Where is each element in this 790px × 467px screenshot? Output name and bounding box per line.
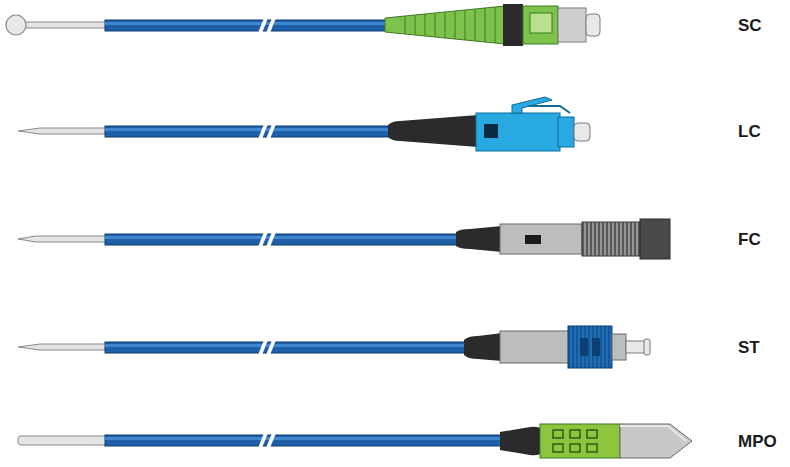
- mpo-connector-part: [587, 444, 597, 452]
- fc-connector-part: [640, 219, 670, 259]
- st-connector: [18, 326, 650, 368]
- sc-connector-part: [258, 18, 268, 33]
- connector-label: ST: [738, 339, 760, 356]
- fc-connector-part: [500, 224, 582, 254]
- connector-label: FC: [738, 231, 761, 248]
- connector-label: SC: [738, 17, 762, 34]
- lc-connector-part: [266, 124, 276, 139]
- fc-connector-part: [456, 226, 502, 252]
- sc-connector-part: [105, 22, 390, 25]
- sc-connector-part: [400, 6, 505, 44]
- lc-connector-part: [476, 113, 560, 151]
- st-connector-part: [105, 342, 470, 353]
- sc-connector-part: [530, 13, 552, 33]
- mpo-connector-part: [587, 430, 597, 438]
- lc-connector-part: [258, 124, 268, 139]
- sc-connector: [6, 4, 600, 46]
- st-connector-part: [592, 338, 600, 356]
- mpo-connector-part: [258, 433, 268, 448]
- mpo-connector-part: [540, 424, 620, 458]
- sc-connector-part: [20, 22, 108, 28]
- fc-connector: [18, 219, 670, 259]
- mpo-connector-part: [620, 424, 692, 458]
- mpo-connector-part: [553, 444, 563, 452]
- mpo-connector-part: [266, 433, 276, 448]
- sc-connector-part: [523, 6, 558, 44]
- lc-connector-part: [105, 126, 395, 137]
- st-connector-part: [266, 340, 276, 355]
- mpo-connector-part: [105, 435, 505, 446]
- sc-connector-part: [503, 4, 523, 46]
- lc-connector-part: [528, 106, 570, 113]
- sc-connector-part: [586, 14, 600, 36]
- fc-connector-part: [525, 235, 541, 244]
- connector-label: MPO: [738, 433, 777, 450]
- fc-connector-part: [18, 236, 108, 242]
- sc-connector-part: [6, 15, 26, 35]
- mpo-connector-part: [553, 430, 563, 438]
- st-connector-part: [580, 338, 588, 356]
- st-connector-part: [464, 333, 502, 361]
- lc-connector-part: [388, 115, 478, 147]
- connector-label: LC: [738, 123, 761, 140]
- st-connector-part: [18, 344, 108, 350]
- mpo-connector-part: [570, 430, 580, 438]
- mpo-connector-part: [105, 437, 505, 440]
- sc-connector-part: [385, 6, 505, 44]
- lc-connector-part: [18, 128, 108, 134]
- lc-connector-part: [558, 117, 574, 147]
- mpo-connector: [18, 424, 692, 458]
- lc-connector-part: [105, 128, 395, 131]
- lc-connector-part: [484, 124, 498, 138]
- lc-connector: [18, 97, 590, 151]
- mpo-connector-part: [18, 436, 108, 445]
- lc-connector-part: [574, 123, 590, 141]
- mpo-connector-part: [620, 426, 686, 441]
- mpo-connector-part: [570, 444, 580, 452]
- fc-connector-part: [105, 234, 460, 245]
- st-connector-part: [258, 340, 268, 355]
- sc-connector-part: [105, 20, 390, 31]
- fc-connector-part: [258, 232, 268, 247]
- mpo-connector-part: [500, 427, 542, 455]
- sc-connector-part: [266, 18, 276, 33]
- sc-connector-part: [558, 8, 586, 42]
- st-connector-part: [500, 331, 570, 363]
- st-connector-part: [105, 344, 470, 347]
- st-connector-part: [612, 334, 626, 360]
- fc-connector-part: [105, 236, 460, 239]
- fc-connector-part: [266, 232, 276, 247]
- fc-connector-part: [582, 222, 640, 256]
- st-connector-part: [644, 339, 650, 355]
- st-connector-part: [568, 326, 612, 368]
